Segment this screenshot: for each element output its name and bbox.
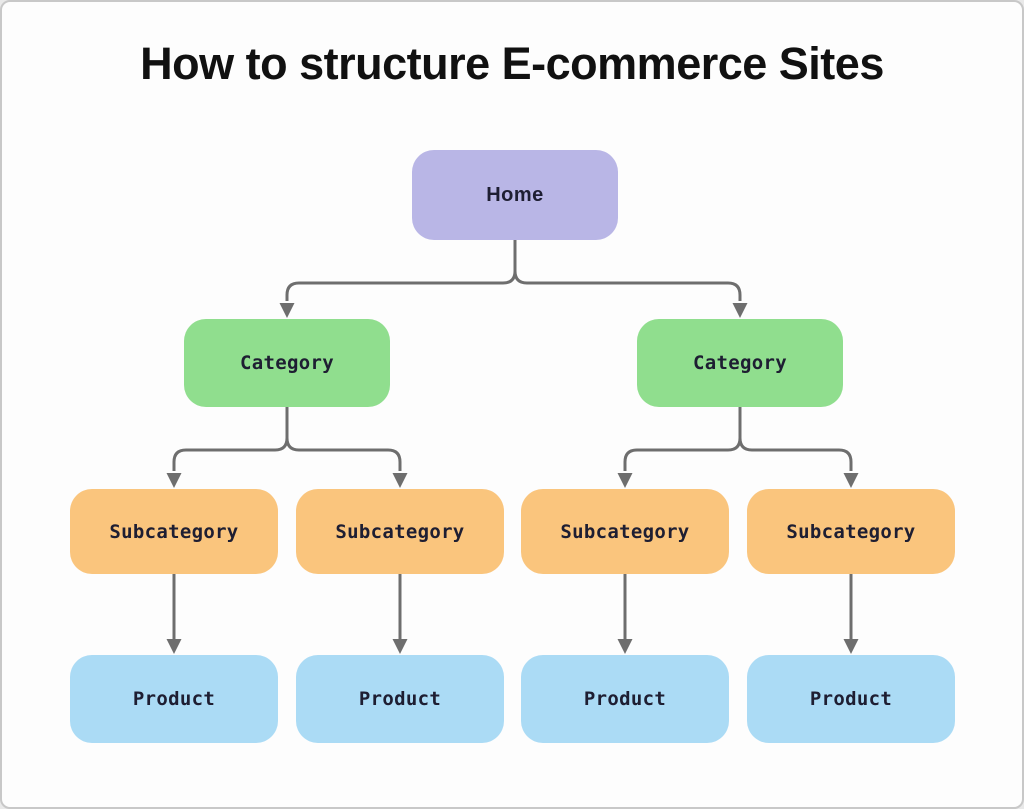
arrowhead-product-2 <box>392 639 408 654</box>
arrowhead-category-2 <box>732 303 748 318</box>
node-product-3: Product <box>521 655 729 743</box>
node-home: Home <box>412 150 618 240</box>
arrowhead-product-4 <box>843 639 859 654</box>
page-title: How to structure E-commerce Sites <box>140 38 884 89</box>
connector-home-category-2 <box>513 240 742 301</box>
connector-category-1-subcategory-1 <box>172 407 289 471</box>
arrowhead-category-1 <box>279 303 295 318</box>
arrowhead-subcategory-4 <box>843 473 859 488</box>
arrowhead-subcategory-3 <box>617 473 633 488</box>
node-subcategory-2: Subcategory <box>296 489 504 574</box>
node-category-1: Category <box>184 319 390 407</box>
arrowhead-product-1 <box>166 639 182 654</box>
node-product-4: Product <box>747 655 955 743</box>
connector-category-2-subcategory-3 <box>623 407 742 471</box>
connector-home-category-1 <box>285 240 517 301</box>
node-product-1: Product <box>70 655 278 743</box>
arrowhead-product-3 <box>617 639 633 654</box>
arrowhead-subcategory-2 <box>392 473 408 488</box>
arrowhead-subcategory-1 <box>166 473 182 488</box>
node-product-2: Product <box>296 655 504 743</box>
connector-category-2-subcategory-4 <box>738 407 853 471</box>
node-subcategory-4: Subcategory <box>747 489 955 574</box>
node-subcategory-3: Subcategory <box>521 489 729 574</box>
node-subcategory-1: Subcategory <box>70 489 278 574</box>
connector-category-1-subcategory-2 <box>285 407 402 471</box>
node-category-2: Category <box>637 319 843 407</box>
